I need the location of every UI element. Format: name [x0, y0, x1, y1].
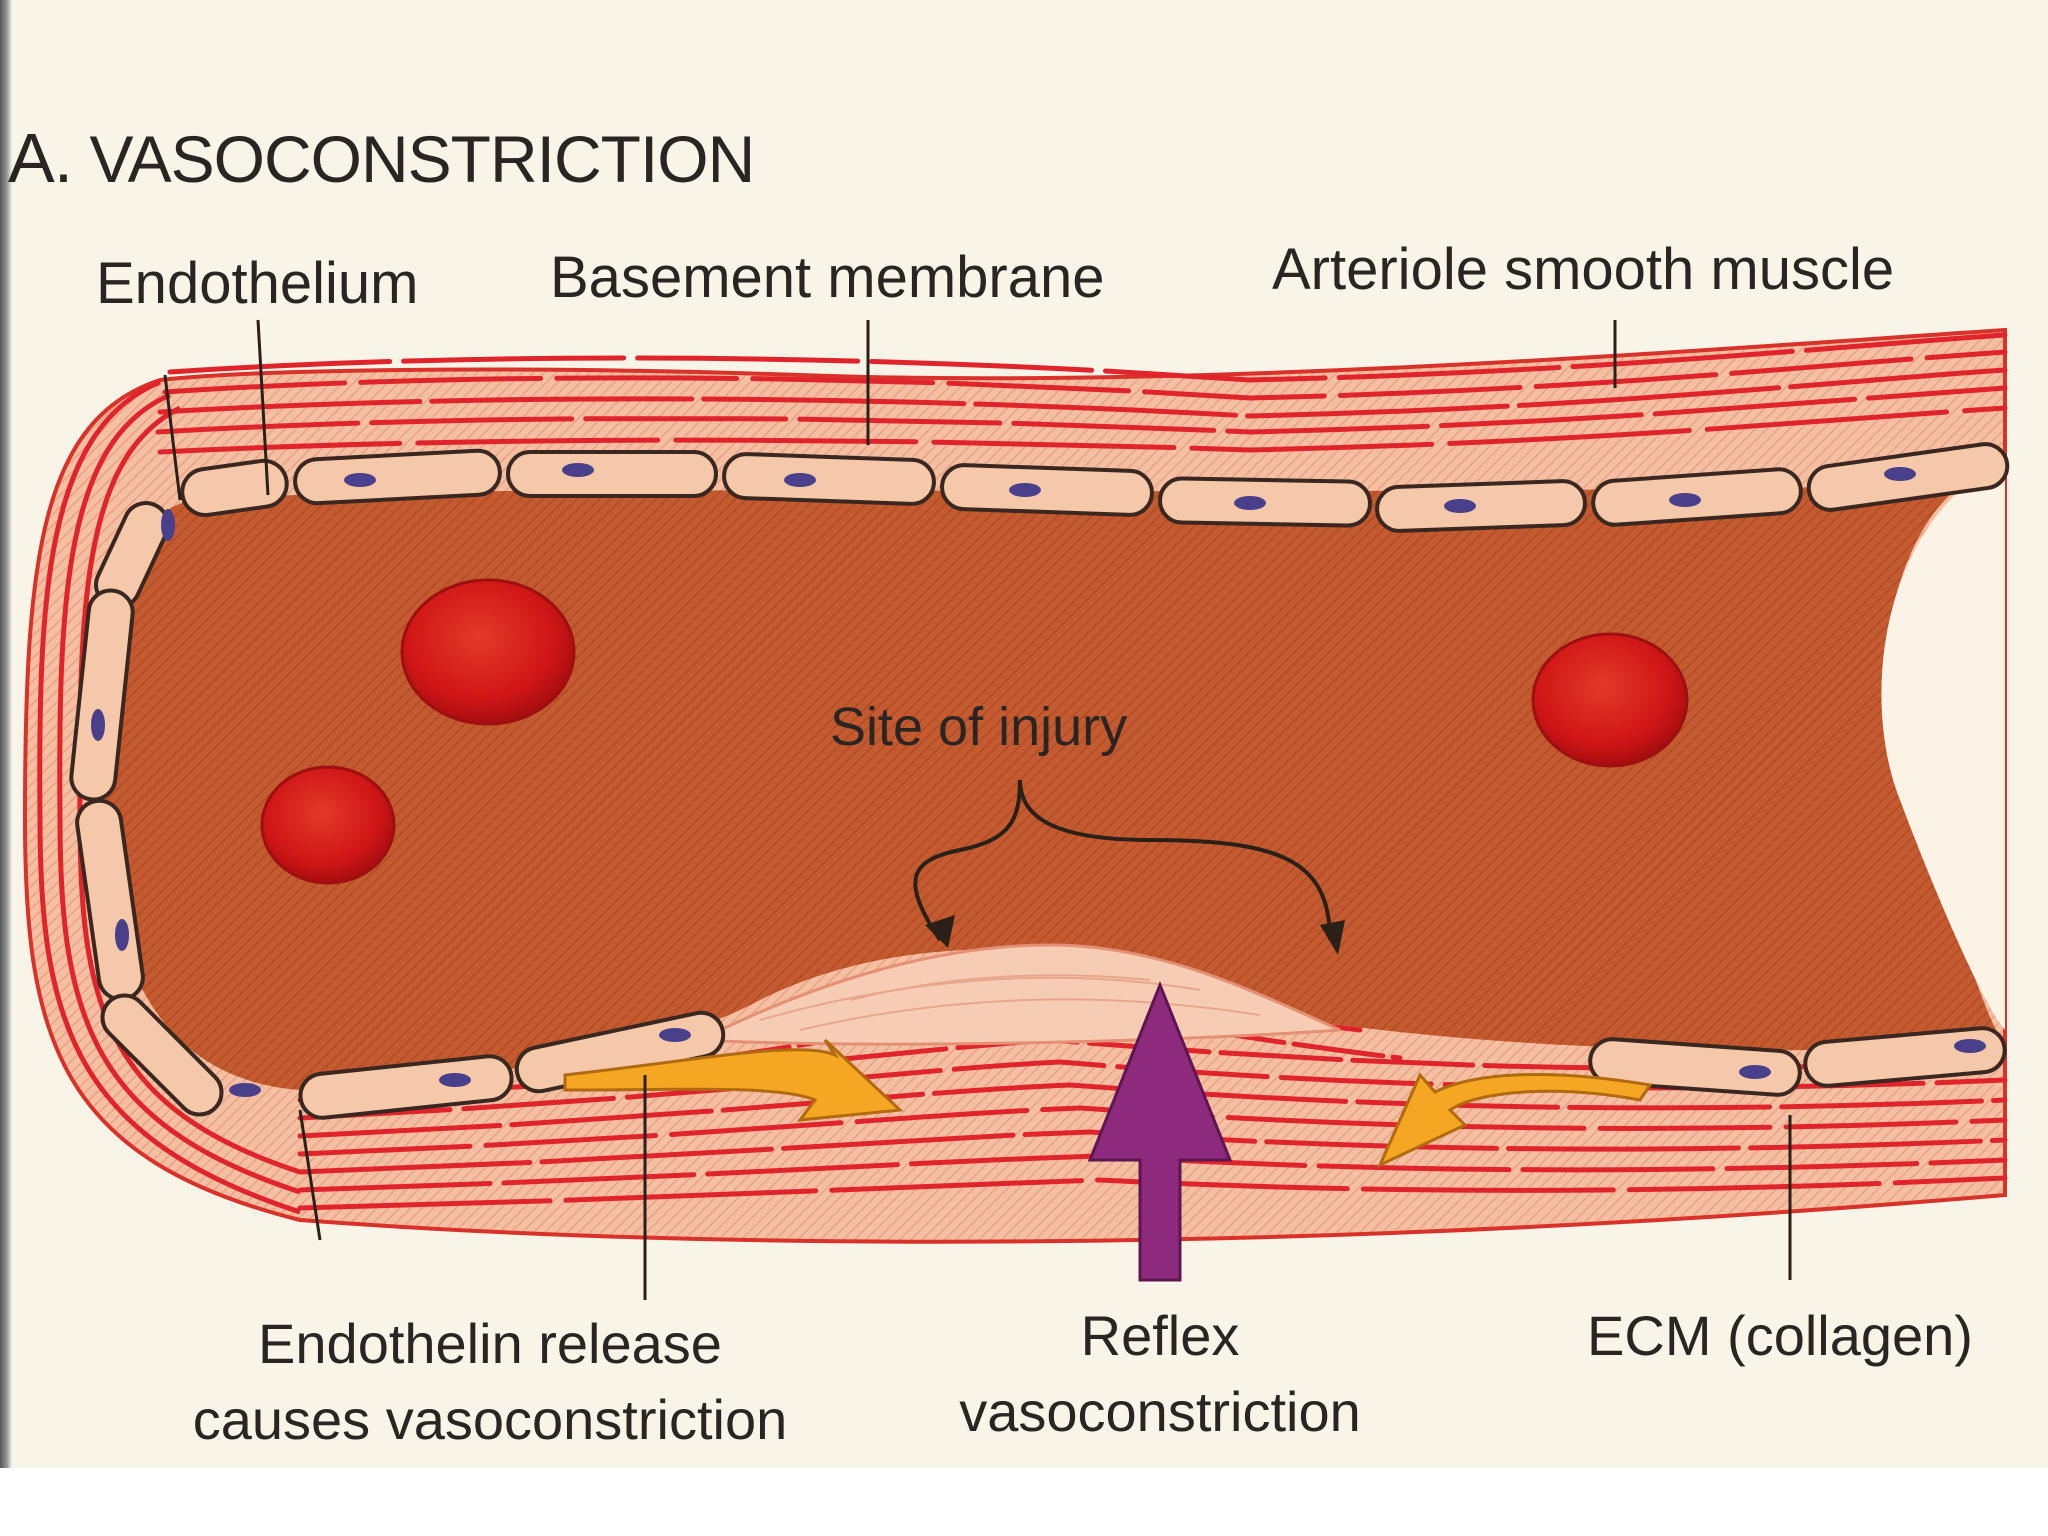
endothelium-leader [256, 319, 270, 496]
red-blood-cell [1531, 632, 1689, 768]
injury-brace-arrowhead-right [1320, 920, 1345, 955]
vessel-left-leader [298, 1109, 322, 1241]
red-blood-cell [400, 578, 576, 726]
endothelin-arrow-right [1376, 1072, 1653, 1169]
ecm-caption: ECM (collagen) [1520, 1298, 2040, 1374]
smooth-muscle-label: Arteriole smooth muscle [1272, 237, 1895, 302]
red-blood-cells [260, 578, 1689, 885]
endothelin-caption: Endothelin release causes vasoconstricti… [110, 1306, 870, 1458]
endothelin-caption-line1: Endothelin release [258, 1312, 722, 1375]
reflex-caption-line2: vasoconstriction [959, 1380, 1361, 1443]
endothelial-nuclei-top [344, 463, 1916, 513]
endothelium-outer-leader [163, 374, 182, 501]
basement-membrane-label: Basement membrane [550, 245, 1105, 310]
endothelial-nuclei-bottom [439, 1028, 1986, 1087]
endothelial-cells-bottom [298, 1010, 2007, 1120]
endothelial-cells-left [69, 501, 224, 1117]
vessel-lumen [104, 485, 2005, 1090]
endothelium-label: Endothelium [96, 251, 419, 316]
injury-brace [913, 779, 1332, 942]
ecm-caption-line1: ECM (collagen) [1587, 1304, 1973, 1367]
figure-page: A. VASOCONSTRICTION Endothelium Basement… [0, 0, 2048, 1468]
injury-site-ecm [694, 943, 1341, 1046]
endothelial-nuclei-left [91, 509, 261, 1097]
reflex-caption-line1: Reflex [1080, 1304, 1240, 1367]
panel-title: A. VASOCONSTRICTION [8, 118, 755, 198]
leader-lines [163, 319, 1792, 1300]
site-of-injury-label: Site of injury [830, 697, 1128, 757]
collagen-fibers [759, 974, 1261, 1031]
page-binding-shadow [0, 0, 12, 1468]
panel-title-text: VASOCONSTRICTION [89, 122, 755, 196]
red-blood-cell [260, 765, 396, 885]
endothelin-arrow-left [563, 1038, 904, 1122]
injury-brace-arrowhead-left [925, 915, 955, 948]
vessel-diagram [22, 319, 2010, 1300]
panel-letter: A. [8, 119, 73, 197]
reflex-caption: Reflex vasoconstriction [900, 1298, 1420, 1450]
endothelin-caption-line2: causes vasoconstriction [192, 1388, 788, 1451]
vessel-opening [1881, 460, 2005, 1030]
reflex-arrow [1087, 980, 1233, 1282]
smooth-muscle-fibers-top [155, 332, 2008, 455]
